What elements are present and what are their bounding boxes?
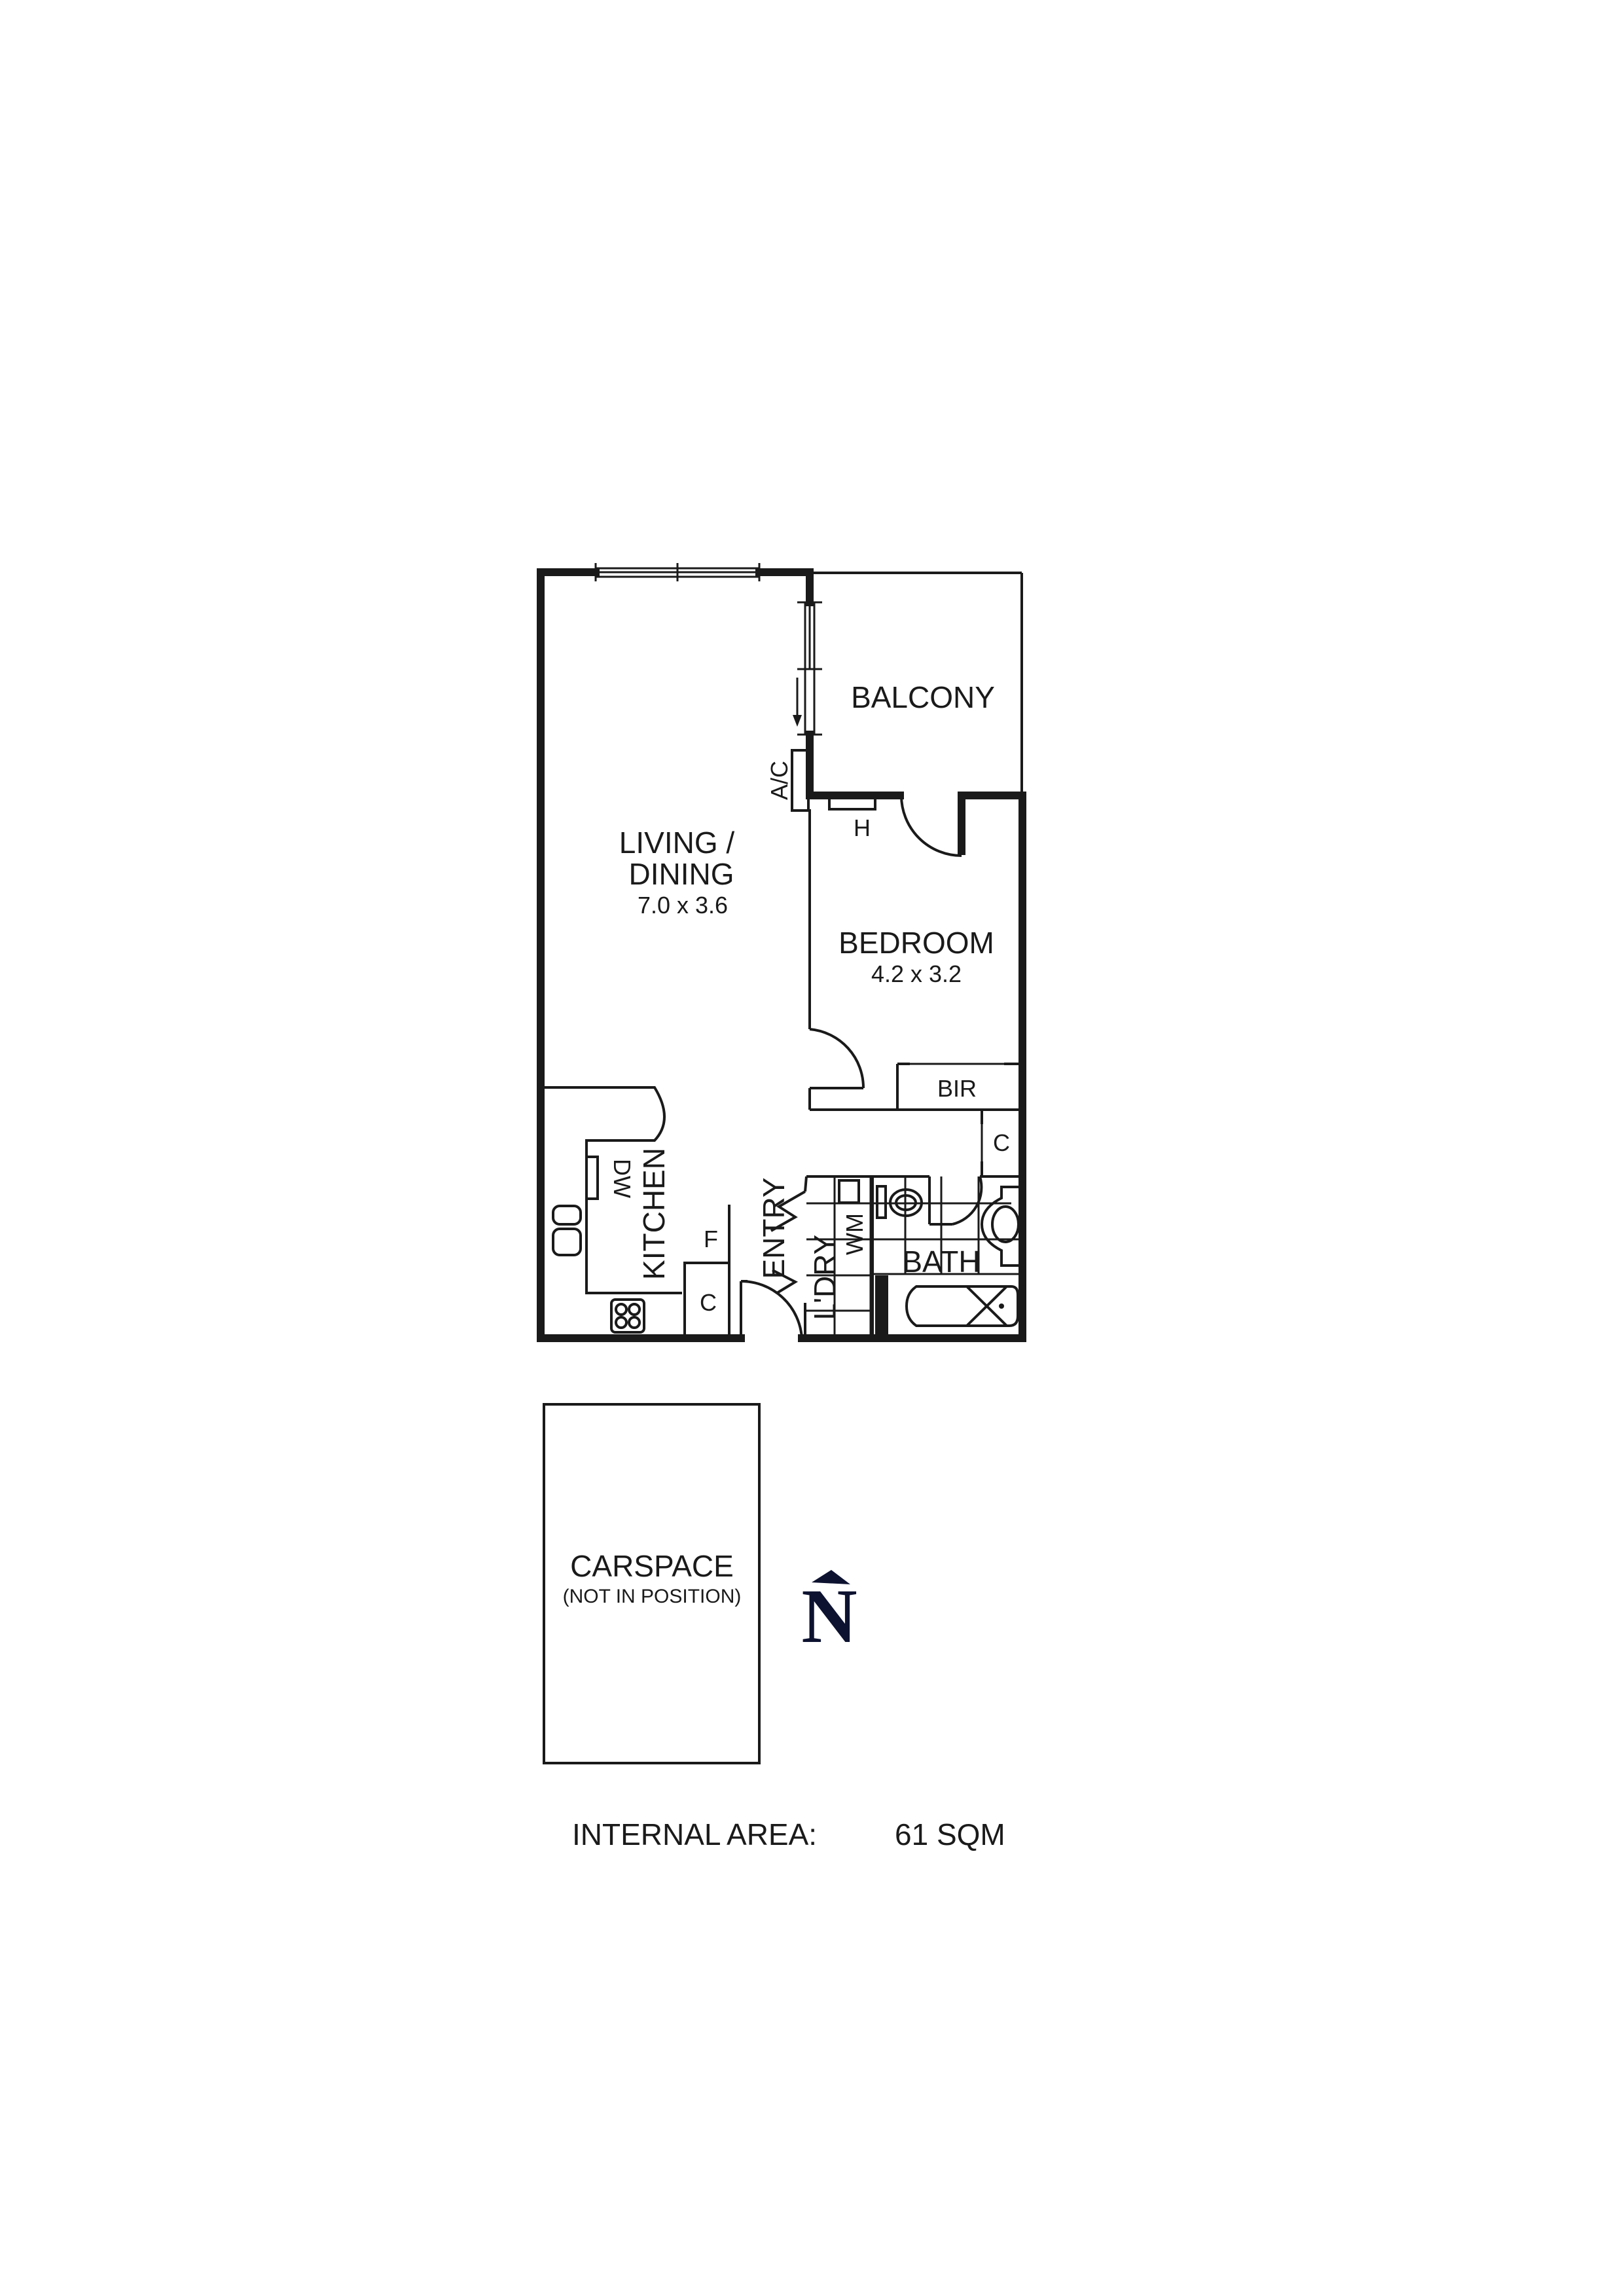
hall-closet: C — [981, 1111, 1010, 1176]
aircon-label: A/C — [766, 761, 793, 800]
entry-label: ENTRY — [757, 1177, 791, 1279]
cooktop-icon — [610, 1298, 645, 1334]
bir-label: BIR — [937, 1075, 977, 1102]
outer-walls — [537, 568, 1026, 1342]
bedroom: BEDROOM 4.2 x 3.2 — [808, 926, 1022, 1111]
bedroom-label: BEDROOM — [838, 926, 994, 960]
kitchen-label: KITCHEN — [637, 1148, 671, 1280]
washing-machine-label: WM — [841, 1213, 868, 1255]
balcony: BALCONY — [810, 572, 1023, 795]
bedroom-balcony-door — [900, 795, 962, 857]
north-arrow-icon — [812, 1570, 850, 1584]
living-label-line1: LIVING / — [619, 826, 735, 860]
carspace: CARSPACE (NOT IN POSITION) — [543, 1403, 761, 1764]
sink-icon — [552, 1205, 582, 1226]
living-dining: LIVING / DINING 7.0 x 3.6 — [619, 809, 811, 1029]
dishwasher-label: DW — [609, 1159, 636, 1198]
built-in-robe: BIR — [896, 1063, 1021, 1110]
slide-arrow-icon — [793, 715, 802, 727]
toilet-icon — [876, 1185, 923, 1219]
laundry: WM L'DRY — [804, 1175, 929, 1338]
balcony-label: BALCONY — [851, 680, 995, 714]
carspace-note: (NOT IN POSITION) — [563, 1586, 742, 1607]
bath-label: BATH — [902, 1245, 980, 1279]
internal-area: INTERNAL AREA: 61 SQM — [572, 1817, 1005, 1851]
basin-icon — [980, 1186, 1021, 1267]
kitchen: DW KITCHEN F C — [542, 1086, 730, 1338]
hall-closet-label: C — [993, 1129, 1010, 1156]
top-window — [594, 563, 761, 581]
north-label: N — [801, 1573, 857, 1659]
wall-block — [875, 1275, 888, 1338]
aircon-unit: A/C — [766, 749, 810, 812]
bathroom: BATH — [871, 1175, 1022, 1338]
internal-area-value: 61 SQM — [895, 1817, 1005, 1851]
sliding-door-balcony — [793, 601, 822, 736]
living-label-line2: DINING — [629, 857, 734, 891]
internal-area-label: INTERNAL AREA: — [572, 1817, 817, 1851]
living-dimensions: 7.0 x 3.6 — [638, 892, 728, 919]
heater-unit: H — [828, 797, 876, 841]
bedroom-dimensions: 4.2 x 3.2 — [871, 960, 962, 987]
bathtub-icon — [905, 1285, 1019, 1327]
heater-label: H — [854, 814, 871, 841]
washing-machine-icon — [838, 1179, 860, 1204]
entry: ENTRY — [740, 1177, 806, 1339]
fridge-label: F — [704, 1226, 718, 1252]
north-arrow: N — [801, 1570, 857, 1659]
kitchen-closet-label: C — [700, 1289, 717, 1316]
laundry-label: L'DRY — [808, 1235, 842, 1321]
carspace-label: CARSPACE — [570, 1549, 734, 1583]
